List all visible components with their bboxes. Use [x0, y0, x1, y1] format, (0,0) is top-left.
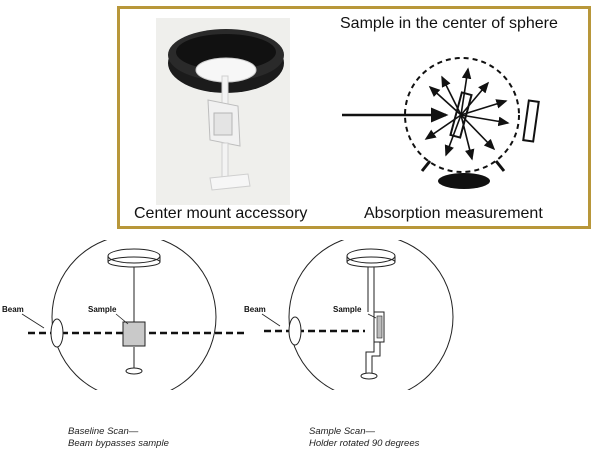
- baffle-right: [494, 160, 506, 172]
- sphere-outline: [404, 57, 520, 173]
- center-mount-photo-image: [156, 18, 290, 205]
- center-mount-photo: [156, 18, 290, 205]
- sample-sphere-outline: [288, 240, 454, 390]
- port-window: [522, 99, 540, 143]
- scatter-arrows: [424, 67, 510, 161]
- sample-caption-line1: Sample Scan—: [309, 426, 376, 437]
- top-panel: Sample in the center of sphere: [117, 6, 591, 229]
- baseline-caption-line1: Baseline Scan—: [68, 426, 139, 437]
- sphere-title: Sample in the center of sphere: [340, 15, 558, 32]
- baseline-sample-label: Sample: [88, 305, 117, 314]
- sample-beam-label: Beam: [244, 305, 266, 314]
- baseline-scan-diagram: [21, 240, 248, 390]
- baseline-caption: Baseline Scan— Beam bypasses sample: [68, 426, 169, 450]
- sample-caption: Sample Scan— Holder rotated 90 degrees: [309, 426, 419, 450]
- detector: [438, 173, 490, 189]
- baseline-sphere-outline: [51, 240, 217, 390]
- baffle-left: [420, 160, 432, 172]
- sample-caption-line2: Holder rotated 90 degrees: [309, 438, 420, 449]
- baseline-beam-label: Beam: [2, 305, 24, 314]
- absorption-diagram: [342, 57, 540, 189]
- sample-scan-diagram: [261, 240, 454, 390]
- baseline-caption-line2: Beam bypasses sample: [68, 438, 169, 449]
- caption-absorption: Absorption measurement: [364, 205, 543, 222]
- caption-center-mount: Center mount accessory: [134, 205, 308, 222]
- sample-sample-label: Sample: [333, 305, 362, 314]
